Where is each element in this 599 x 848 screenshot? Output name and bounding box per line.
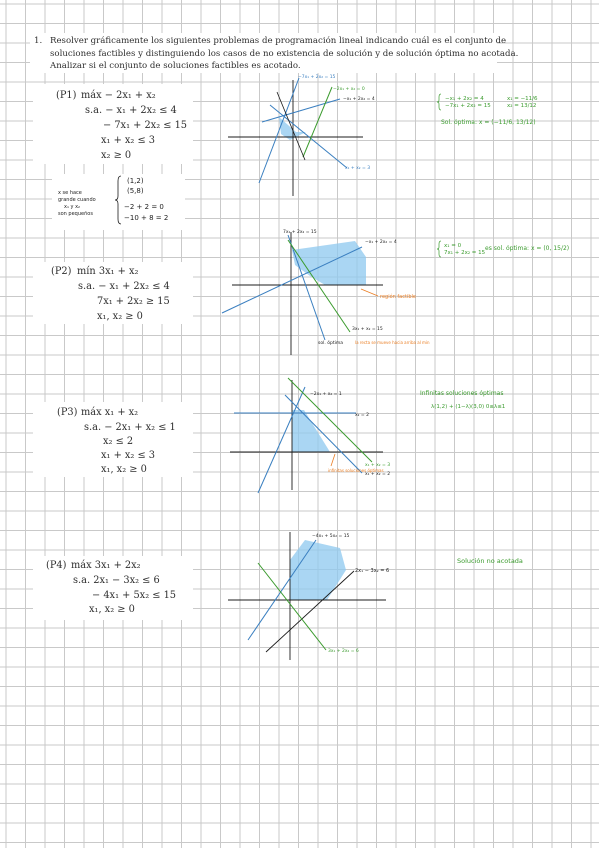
p1-line-7x	[258, 77, 300, 184]
p1-aside-line-2: grande cuando	[58, 197, 96, 203]
statement-number: 1.	[34, 36, 43, 46]
p1-aside-line-1: x se hace	[58, 190, 82, 196]
p2-label-eq-obj: 3x₁ + x₂ = 15	[352, 326, 383, 332]
p3-graph: −2x₁ + x₂ = 1 x₂ = 2 x₁ + x₂ = 3 x₁ + x₂…	[230, 377, 390, 494]
p3-label: (P3)	[57, 407, 78, 418]
p3-background	[33, 402, 193, 477]
p1-objective-line	[302, 86, 333, 158]
p1-background	[33, 84, 193, 164]
p1-objective: máx − 2x₁ + x₂	[81, 90, 156, 101]
p1-brace	[114, 175, 122, 225]
p3-line-2x	[257, 386, 306, 494]
p4-constraint-1: s.a. 2x₁ − 3x₂ ≤ 6	[73, 575, 160, 586]
p2-region-pointer	[360, 288, 379, 297]
p3-label-infinite: infinitas soluciones óptimas	[328, 468, 384, 473]
p1-feasible-region	[279, 117, 306, 140]
p2-objective-line	[287, 239, 351, 333]
p1-aside-line-3: x₁ y x₂	[64, 204, 81, 210]
p4-constraint-2: − 4x₁ + 5x₂ ≤ 15	[92, 590, 177, 601]
p3-constraint-4: x₁, x₂ ≥ 0	[101, 464, 147, 475]
p4-label-eq-4x5x: −4x₁ + 5x₂ = 15	[312, 533, 350, 539]
statement-line-3: Analizar si el conjunto de soluciones fa…	[50, 61, 301, 72]
p3-formula: λ(1,2) + (1−λ)(3,0) 0≤λ≤1	[431, 404, 506, 410]
p3-feasible-region	[292, 410, 330, 452]
p2-label: (P2)	[51, 266, 72, 277]
p4-objective: máx 3x₁ + 2x₂	[71, 560, 141, 571]
p1-line-x1x2	[269, 104, 348, 169]
p4-line-4x5x	[247, 539, 317, 641]
p1-graph: −7x₁ + 2x₂ = 15 −x₁ + 2x₂ = 4 −2x₁ + x₂ …	[228, 74, 375, 196]
p4-result: Solución no acotada	[457, 557, 523, 565]
p4-label: (P4)	[46, 560, 67, 571]
p2-label-optimum: sol. óptima	[318, 339, 343, 346]
p3-label-eq-x2: x₂ = 2	[355, 412, 369, 418]
p1-label-eq-obj: −2x₁ + x₂ = 0	[333, 86, 365, 92]
p3-line-x1x2-3	[284, 394, 363, 474]
p2-constraint-2: 7x₁ + 2x₂ ≥ 15	[97, 296, 170, 307]
p1-label: (P1)	[56, 90, 77, 101]
p3-objective-line	[287, 377, 373, 463]
p1-brace-value-3: −2 + 2 = 0	[124, 203, 164, 211]
p1-system-eq-2: −7x₁ + 2x₂ = 15	[445, 103, 491, 109]
p1-notes-brace	[436, 93, 442, 111]
p4-graph: −4x₁ + 5x₂ = 15 2x₁ − 3x₂ = 6 3x₁ + 2x₂ …	[228, 532, 389, 660]
p2-background	[33, 262, 193, 324]
p4-line-2x3x	[265, 570, 355, 653]
p1-label-eq-x1x2: x₁ + x₂ = 3	[345, 165, 370, 171]
p2-label-eq-7x: 7x₁ + 2x₂ = 15	[283, 229, 317, 235]
p1-optimum: Sol. óptima: x = (−11/6, 13/12)	[441, 119, 536, 126]
p2-system-eq-1: x₁ = 0	[444, 243, 462, 249]
p2-notes-brace	[436, 240, 442, 258]
p3-constraint-2: x₂ ≤ 2	[103, 436, 134, 447]
p2-line-x2x	[221, 246, 363, 314]
p1-brace-value-1: (1,2)	[127, 177, 144, 185]
p3-result: Infinitas soluciones óptimas	[420, 390, 504, 397]
p2-graph: 7x₁ + 2x₂ = 15 −x₁ + 2x₂ = 4 3x₁ + x₂ = …	[221, 229, 430, 355]
p2-constraint-1: s.a. − x₁ + 2x₂ ≤ 4	[78, 281, 170, 292]
p4-objective-line	[257, 562, 327, 651]
p2-constraint-3: x₁, x₂ ≥ 0	[97, 311, 143, 322]
p1-system-eq-1: −x₁ + 2x₂ = 4	[445, 96, 484, 102]
p3-objective: máx x₁ + x₂	[81, 407, 139, 418]
p3-label-eq-x1x2-3: x₁ + x₂ = 3	[365, 462, 390, 468]
p1-constraint-3: x₁ + x₂ ≤ 3	[101, 135, 156, 146]
p1-constraint-4: x₂ ≥ 0	[101, 150, 132, 161]
p3-constraint-3: x₁ + x₂ ≤ 3	[101, 450, 156, 461]
p1-objective-line-2	[276, 91, 306, 161]
p1-solution-x2: x₂ = 13/12	[507, 103, 537, 109]
p4-background	[33, 556, 193, 620]
statement-line-1: Resolver gráficamente los siguientes pro…	[50, 36, 507, 46]
p3-label-eq-2x: −2x₁ + x₂ = 1	[310, 391, 342, 397]
p3-constraint-1: s.a. − 2x₁ + x₂ ≤ 1	[84, 422, 176, 433]
p2-line-7x2x	[287, 234, 326, 341]
p1-solution-x1: x₁ = −11/6	[507, 96, 538, 102]
p1-constraint-1: s.a. − x₁ + 2x₂ ≤ 4	[85, 105, 177, 116]
p1-constraint-2: − 7x₁ + 2x₂ ≤ 15	[103, 120, 188, 131]
p1-brace-value-4: −10 + 8 = 2	[124, 214, 169, 222]
p1-label-eq-7x: −7x₁ + 2x₂ = 15	[298, 74, 336, 80]
p3-label-eq-x1x2-2: x₁ + x₂ = 2	[365, 471, 390, 477]
statement-line-2: soluciones factibles y distinguiendo los…	[50, 48, 519, 59]
p4-constraint-3: x₁, x₂ ≥ 0	[89, 604, 135, 615]
p2-objective: mín 3x₁ + x₂	[77, 266, 139, 277]
p4-feasible-region	[290, 540, 346, 600]
p1-aside-line-4: son pequeños	[58, 211, 93, 217]
p3-pointer	[330, 453, 336, 467]
p1-line-x-2x	[261, 98, 341, 123]
p1-label-eq-x2x: −x₁ + 2x₂ = 4	[343, 96, 375, 102]
p2-system-eq-2: 7x₁ + 2x₂ = 15	[444, 250, 486, 256]
p2-label-region: región factible	[380, 293, 416, 300]
statement-background	[30, 33, 497, 73]
p2-label-eq-x2x: −x₁ + 2x₂ = 4	[365, 239, 397, 245]
p2-optimum: es sol. óptima: x = (0, 15/2)	[485, 245, 570, 252]
p4-label-eq-2x3x: 2x₁ − 3x₂ = 6	[355, 568, 389, 574]
p1-brace-value-2: (5,8)	[127, 187, 144, 195]
p4-label-eq-obj: 3x₁ + 2x₂ = 6	[328, 648, 359, 654]
p2-label-note: la recta se mueve hacia arriba al min	[355, 340, 430, 345]
